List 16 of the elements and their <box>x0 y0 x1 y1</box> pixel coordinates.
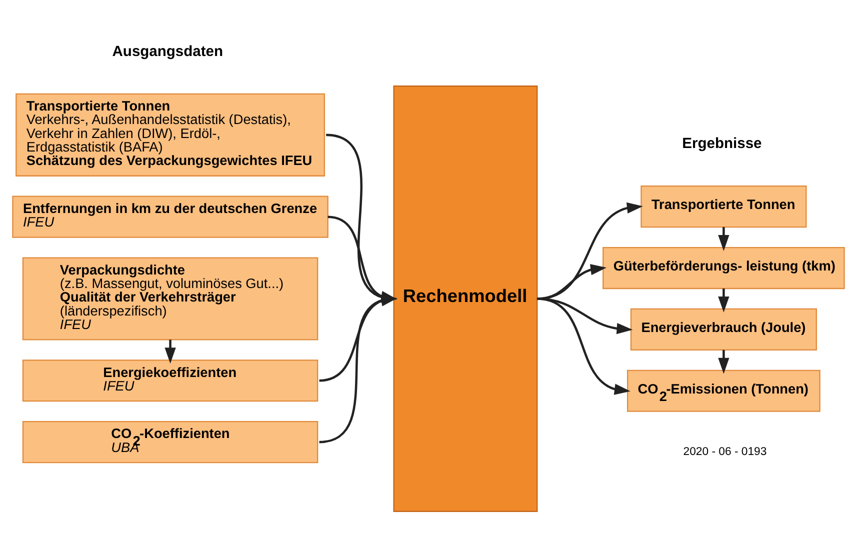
node-box: Rechenmodell <box>393 85 538 512</box>
node-box: Energiekoeffizienten IFEU <box>22 360 318 402</box>
arrow <box>718 350 730 374</box>
arrow <box>164 340 176 364</box>
node-box: Güterbeförderungs- leistung (tkm) <box>602 246 845 290</box>
arrow <box>536 298 630 395</box>
node-box: Transportierte Tonnen Verkehrs-, Außenhandelsstatistik (Destatis), Verkehr in Zahlen (DIW), Erdöl-, Erdgasstatistik (BAFA) Schätzung des Verpackungsgewichtes IFEU <box>16 93 325 176</box>
node-box: Energieverbrauch (Joule) <box>630 308 817 350</box>
node-box: Verpackungsdichte (z.B. Massengut, voluminöses Gut...) Qualität der Verkehrsträger (länderspezifisch) IFEU <box>22 257 318 340</box>
node-box: Transportierte Tonnen <box>640 186 807 228</box>
label: 2020 - 06 - 0193 <box>683 446 767 458</box>
label: Ausgangsdaten <box>112 44 224 60</box>
arrow <box>718 288 730 312</box>
label: Ergebnisse <box>682 136 762 152</box>
arrow <box>718 227 730 251</box>
node-box: Entfernungen in km zu der deutschen Grenze IFEU <box>12 196 328 238</box>
